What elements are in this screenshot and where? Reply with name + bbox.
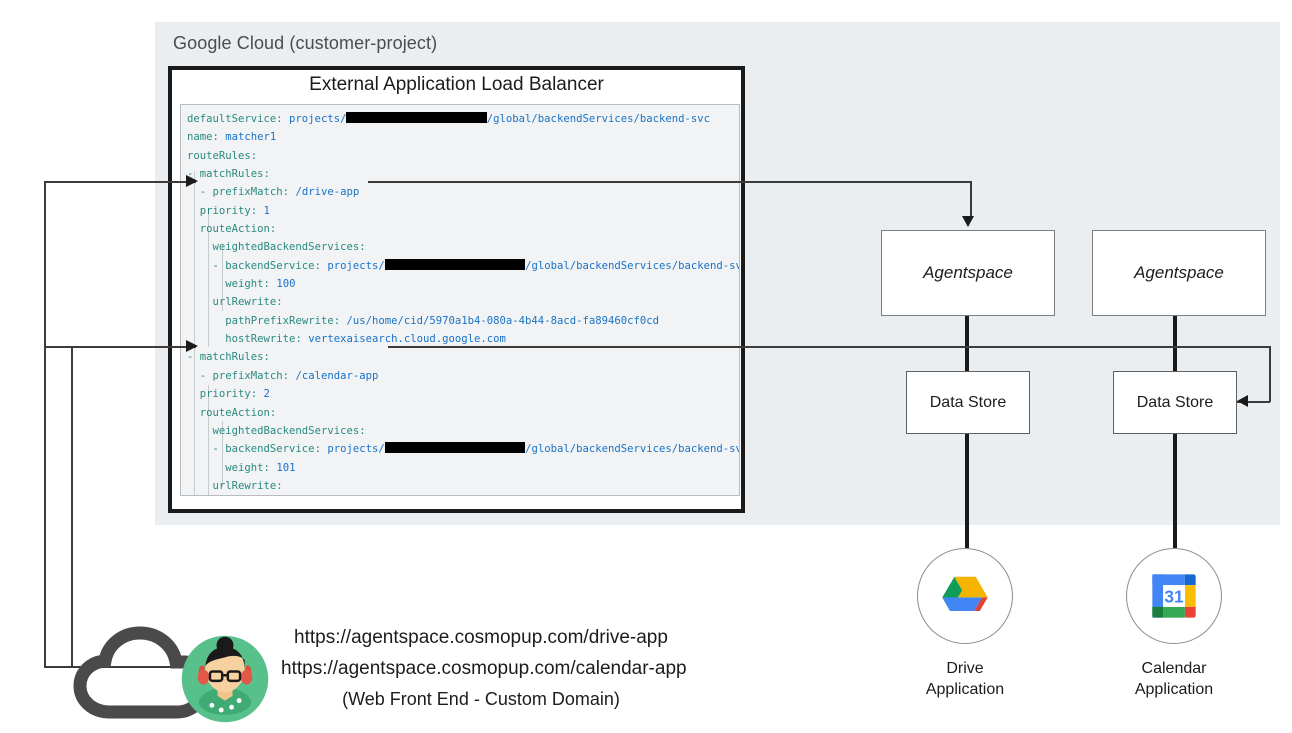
drive-app-label-line1: Drive: [946, 660, 984, 677]
agentspace-drive-box[interactable]: Agentspace: [881, 230, 1055, 316]
route-calendar-app-vertical: [1269, 346, 1271, 402]
connector-agentspace-calendar-to-datastore: [1173, 316, 1177, 371]
url-calendar-app: https://agentspace.cosmopup.com/calendar…: [281, 658, 687, 679]
indent-guide: [208, 209, 209, 347]
agentspace-calendar-label: Agentspace: [1134, 263, 1224, 282]
indent-guide: [222, 421, 223, 487]
datastore-drive-box[interactable]: Data Store: [906, 371, 1030, 434]
connector-datastore-calendar-to-calendar-app: [1173, 434, 1177, 548]
yaml-line: priority: 1: [199, 204, 270, 217]
google-cloud-title: Google Cloud (customer-project): [173, 33, 438, 53]
datastore-calendar-label: Data Store: [1136, 393, 1214, 411]
yaml-line: - backendService: projects/ /global/back…: [212, 442, 740, 456]
indent-guide: [194, 347, 195, 495]
drive-app-label-line2: Application: [925, 681, 1005, 698]
url-drive-app: https://agentspace.cosmopup.com/drive-ap…: [294, 627, 668, 648]
route-drive-app-horizontal: [368, 181, 972, 183]
yaml-code-text: defaultService: projects/ /global/backen…: [187, 110, 740, 496]
load-balancer-title: External Application Load Balancer: [309, 74, 604, 95]
frontend-drive-path-vertical: [44, 181, 46, 667]
yaml-line: weight: 100: [225, 278, 296, 291]
frontend-path-to-cloud: [44, 666, 190, 668]
connector-datastore-drive-to-drive-app: [965, 434, 969, 548]
yaml-line: - prefixMatch: /drive-app: [199, 186, 360, 199]
yaml-line: hostRewrite: vertexaisearch.cloud.google…: [225, 333, 506, 346]
redacted-project-id: [384, 258, 526, 270]
yaml-line: routeAction:: [199, 406, 277, 419]
datastore-drive-label: Data Store: [929, 393, 1007, 411]
calendar-app-label-line1: Calendar: [1141, 660, 1207, 677]
route-drive-app-arrowhead: [962, 216, 974, 227]
frontend-caption: (Web Front End - Custom Domain): [342, 689, 620, 709]
agentspace-calendar-box[interactable]: Agentspace: [1092, 230, 1266, 316]
yaml-line: - prefixMatch: /calendar-app: [199, 369, 379, 382]
yaml-line: weightedBackendServices:: [212, 241, 366, 254]
url-map-yaml-panel: defaultService: projects/ /global/backen…: [180, 104, 740, 496]
yaml-line: urlRewrite:: [212, 479, 283, 492]
drive-app-label: Drive Application: [875, 658, 1055, 700]
calendar-app-label-line2: Application: [1134, 681, 1214, 698]
yaml-line: name: matcher1: [187, 131, 277, 144]
prefixmatch-calendar-arrowhead: [186, 340, 198, 352]
yaml-line: pathPrefixRewrite: /us/home/cid/5970a1b4…: [225, 314, 659, 327]
frontend-url-block: https://agentspace.cosmopup.com/drive-ap…: [281, 622, 687, 715]
indent-guide: [194, 171, 195, 347]
calendar-app-label: Calendar Application: [1084, 658, 1264, 700]
yaml-line: weightedBackendServices:: [212, 424, 366, 437]
calendar-day-number: 31: [1164, 587, 1184, 607]
yaml-line: - matchRules:: [187, 168, 270, 181]
agentspace-drive-label: Agentspace: [923, 263, 1013, 282]
prefixmatch-drive-arrowhead: [186, 175, 198, 187]
yaml-line: priority: 2: [199, 388, 270, 401]
yaml-line: pathPrefixRewrite: /us/home/cid/bb6b8b27…: [187, 495, 740, 496]
yaml-line: routeRules:: [187, 149, 258, 162]
route-calendar-app-arrowhead: [1237, 395, 1248, 407]
user-avatar-icon: [181, 635, 269, 723]
yaml-line: - matchRules:: [187, 351, 270, 364]
redacted-project-id: [384, 442, 526, 454]
route-drive-app-vertical: [970, 181, 972, 219]
route-calendar-app-return: [1237, 401, 1270, 403]
indent-guide: [208, 385, 209, 495]
redacted-project-id: [346, 112, 487, 123]
route-calendar-app-horizontal: [388, 346, 1270, 348]
frontend-drive-path-top: [44, 181, 196, 183]
indent-guide: [222, 245, 223, 311]
frontend-calendar-path-top: [46, 346, 196, 348]
datastore-calendar-box[interactable]: Data Store: [1113, 371, 1237, 434]
yaml-line: defaultService: projects/ /global/backen…: [187, 112, 711, 125]
yaml-line: weight: 101: [225, 461, 296, 474]
frontend-calendar-path-vertical: [71, 346, 73, 667]
yaml-line: - backendService: projects/ /global/back…: [212, 258, 740, 272]
connector-agentspace-drive-to-datastore: [965, 316, 969, 371]
google-drive-icon: [942, 576, 988, 611]
yaml-line: routeAction:: [199, 223, 277, 236]
google-calendar-icon: 31: [1152, 574, 1196, 618]
yaml-line: urlRewrite:: [212, 296, 283, 309]
